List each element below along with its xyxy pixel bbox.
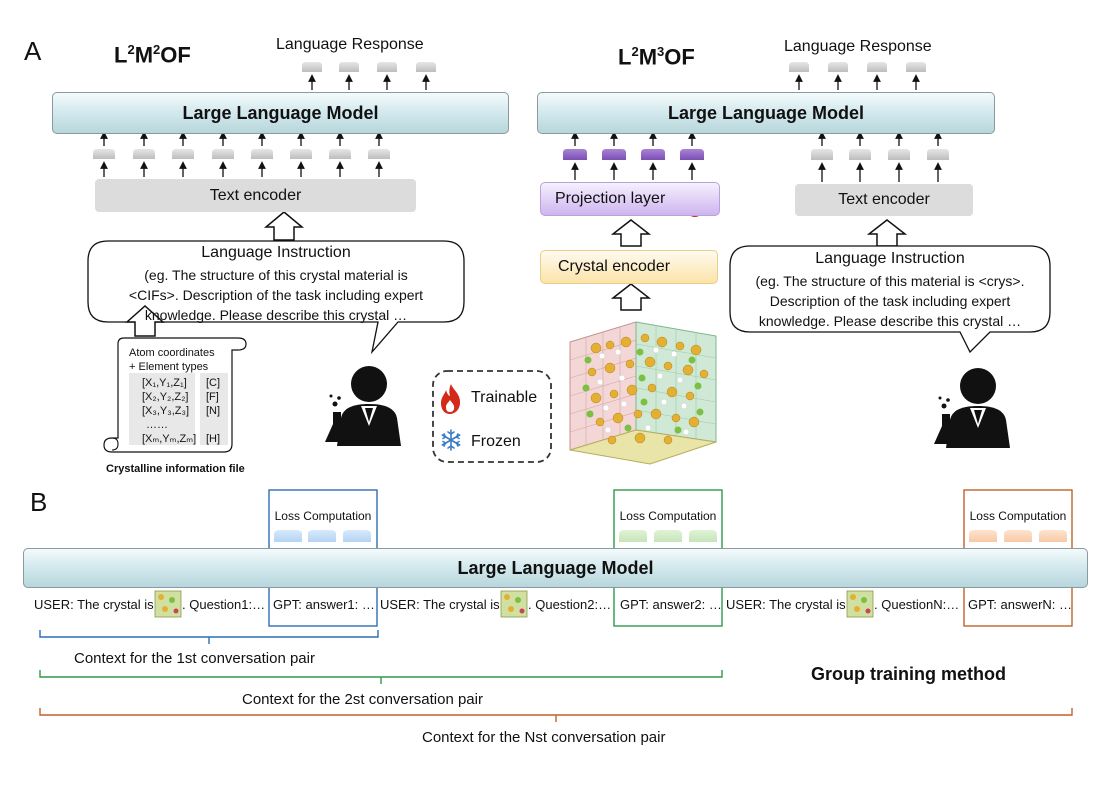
crystal-thumbnail-3	[846, 590, 874, 618]
right-text-tokens	[811, 131, 949, 182]
left-output-tokens	[302, 62, 436, 90]
context-label-n: Context for the Nst conversation pair	[422, 729, 666, 746]
cif-row-1-elem: [C]	[206, 377, 221, 389]
cif-row-4-coord: ……	[146, 419, 168, 431]
crystal-encoder-box: Crystal encoder	[540, 250, 718, 284]
right-llm-label: Large Language Model	[667, 102, 865, 123]
left-encode-arrow	[263, 211, 305, 241]
crystal-structure-image	[569, 321, 717, 465]
panel-a-label: A	[24, 36, 42, 66]
crystal-thumbnail-2	[500, 590, 528, 618]
cif-header-1: Atom coordinates	[129, 347, 215, 359]
left-instruction-line-1: (eg. The structure of this crystal mater…	[144, 267, 408, 283]
seq-question-2: . Question2:…	[528, 597, 612, 612]
crystal-encoder-label: Crystal encoder	[558, 258, 671, 275]
projection-tokens	[563, 131, 704, 180]
panel-b-label: B	[30, 487, 48, 517]
seq-user-2: USER: The crystal is	[380, 597, 500, 612]
right-encode-arrow	[866, 219, 908, 247]
cif-row-1-coord: [X₁,Y₁,Z₁]	[142, 377, 187, 389]
seq-user-1: USER: The crystal is	[34, 597, 154, 612]
right-model-title: L2M3OF	[618, 44, 695, 70]
cif-row-2-coord: [X₂,Y₂,Z₂]	[142, 391, 189, 403]
cif-row-3-elem: [N]	[206, 405, 221, 417]
right-output-tokens	[789, 62, 926, 90]
context-bracket-n	[39, 708, 1073, 722]
b-llm-label: Large Language Model	[457, 557, 654, 578]
legend-box	[432, 370, 552, 463]
right-text-encoder-label: Text encoder	[838, 191, 930, 208]
left-instruction-text: (eg. The structure of this crystal mater…	[88, 265, 464, 325]
left-model-title: L2M2OF	[114, 42, 191, 68]
cif-to-instruction-arrow	[125, 304, 165, 337]
projection-layer-label: Projection layer	[555, 190, 666, 207]
right-text-encoder-box: Text encoder	[795, 184, 973, 216]
seq-gpt-3: GPT: answerN: …	[968, 597, 1073, 612]
left-input-tokens	[93, 131, 390, 177]
left-instruction-bubble	[87, 240, 465, 355]
legend-trainable-label: Trainable	[471, 389, 538, 406]
loss-label-2: Loss Computation	[619, 509, 717, 523]
cif-header-2: + Element types	[129, 361, 209, 373]
right-instruction-line-3: knowledge. Please describe this crystal …	[758, 313, 1022, 329]
left-instruction-title: Language Instruction	[201, 244, 351, 261]
right-language-response-label: Language Response	[784, 38, 932, 55]
cif-caption: Crystalline information file	[106, 463, 245, 475]
cif-scroll	[103, 337, 247, 453]
structure-to-encoder-arrow	[610, 283, 652, 311]
cif-row-5-coord: [Xₘ,Yₘ,Zₘ]	[142, 433, 197, 445]
seq-question-1: . Question1:…	[182, 597, 266, 612]
loss-tokens-1	[274, 530, 371, 542]
seq-gpt-1: GPT: answer1: …	[273, 597, 375, 612]
context-bracket-2	[39, 670, 723, 684]
legend-frozen-label: Frozen	[471, 433, 521, 450]
left-scientist-icon	[325, 366, 401, 446]
right-instruction-text: (eg. The structure of this material is <…	[730, 271, 1050, 331]
loss-tokens-2	[619, 530, 717, 542]
context-label-2: Context for the 2st conversation pair	[242, 691, 483, 708]
right-instruction-line-1: (eg. The structure of this material is <…	[755, 273, 1025, 289]
cif-row-2-elem: [F]	[206, 391, 219, 403]
left-instruction-line-2: <CIFs>. Description of the task includin…	[128, 287, 424, 303]
seq-gpt-2: GPT: answer2: …	[620, 597, 722, 612]
left-llm-box: Large Language Model	[52, 92, 509, 134]
right-instruction-bubble	[729, 245, 1051, 354]
left-llm-label: Large Language Model	[182, 102, 379, 123]
loss-tokens-n	[969, 530, 1067, 542]
context-label-1: Context for the 1st conversation pair	[74, 650, 315, 667]
loss-label-1: Loss Computation	[274, 509, 372, 523]
left-text-encoder-label: Text encoder	[209, 186, 302, 204]
crystal-to-projection-arrow	[610, 219, 652, 247]
right-llm-box: Large Language Model	[537, 92, 995, 134]
left-instruction-line-3: knowledge. Please describe this crystal …	[144, 307, 408, 323]
right-scientist-icon	[934, 368, 1010, 448]
loss-label-n: Loss Computation	[969, 509, 1067, 523]
right-instruction-title: Language Instruction	[815, 250, 965, 267]
group-training-method-label: Group training method	[811, 664, 1006, 684]
b-llm-box: Large Language Model	[23, 548, 1088, 588]
crystal-thumbnail-1	[154, 590, 182, 618]
projection-layer-box: Projection layer	[540, 182, 720, 216]
cif-row-3-coord: [X₃,Y₃,Z₃]	[142, 405, 190, 417]
left-text-encoder-box: Text encoder	[95, 179, 416, 212]
cif-row-5-elem: [H]	[206, 433, 221, 445]
seq-question-3: . QuestionN:…	[874, 597, 960, 612]
seq-user-3: USER: The crystal is	[726, 597, 846, 612]
context-bracket-1	[39, 630, 379, 644]
right-instruction-line-2: Description of the task including expert	[769, 293, 1011, 309]
left-language-response-label: Language Response	[276, 36, 424, 53]
